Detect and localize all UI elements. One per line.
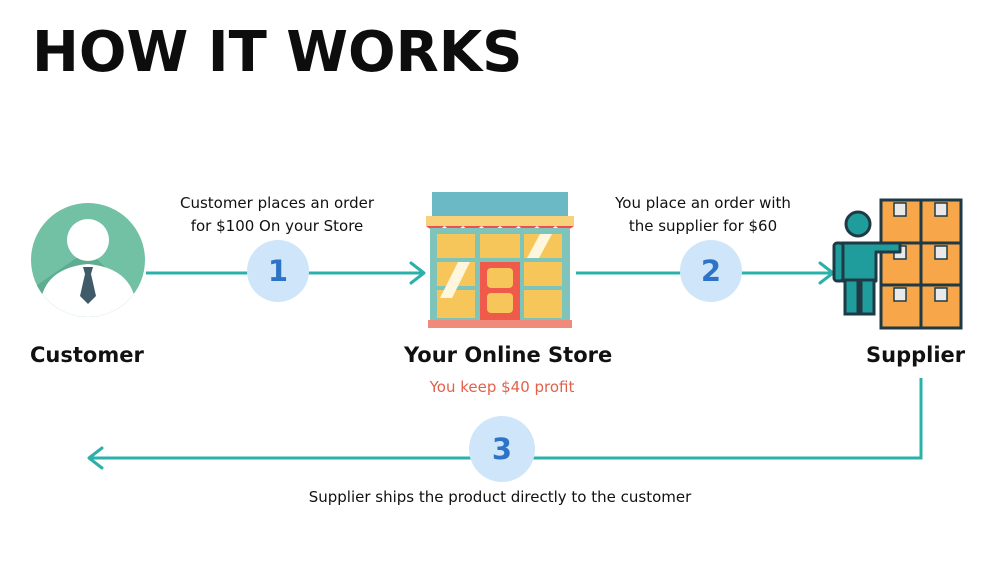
customer-avatar-icon (31, 203, 145, 317)
connector-supplier-customer (87, 378, 923, 470)
step-3-caption-line: Supplier ships the product directly to t… (308, 488, 692, 506)
step-1-badge: 1 (247, 240, 309, 302)
step-1-caption: Customer places an order for $100 On you… (166, 192, 388, 238)
supplier-boxes-icon (832, 198, 963, 330)
step-3-caption: Supplier ships the product directly to t… (250, 486, 750, 509)
step-1-caption-line: Customer places an order (179, 194, 375, 212)
customer-label: Customer (30, 343, 144, 367)
step-2-badge: 2 (680, 240, 742, 302)
step-3-badge: 3 (469, 416, 535, 482)
profit-note: You keep $40 profit (429, 378, 575, 396)
store-label: Your Online Store (404, 343, 613, 367)
step-1-caption-line: for $100 On your Store (190, 217, 364, 235)
page-title: HOW IT WORKS (32, 20, 523, 85)
storefront-icon (426, 192, 574, 328)
step-2-caption-line: You place an order with (615, 194, 791, 212)
supplier-label: Supplier (866, 343, 966, 367)
step-2-caption-line: the supplier for $60 (628, 217, 778, 235)
step-2-caption: You place an order with the supplier for… (598, 192, 808, 238)
